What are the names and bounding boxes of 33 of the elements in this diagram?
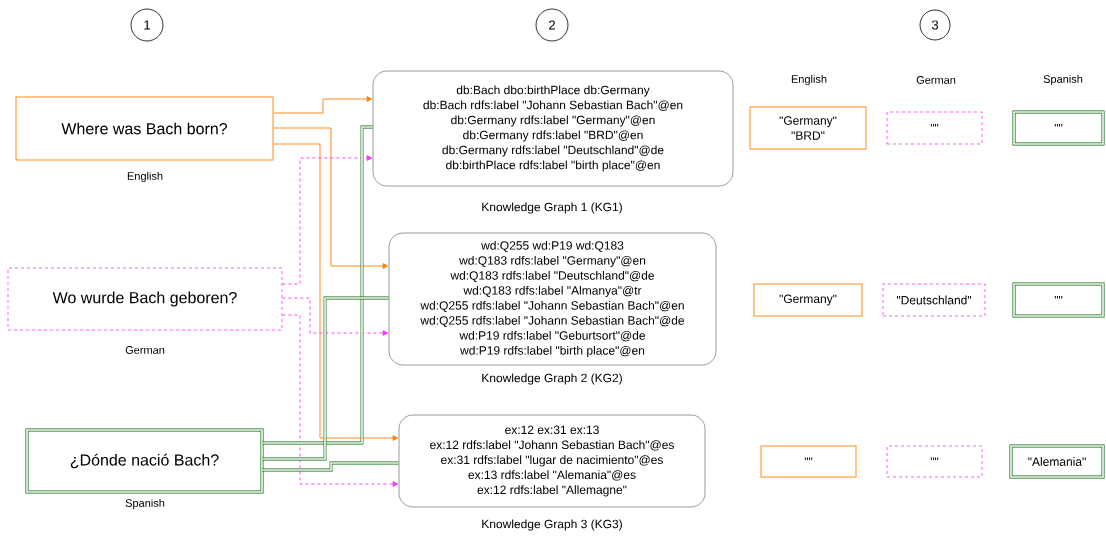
knowledge-graph-box: db:Bach dbo:birthPlace db:Germany db:Bach rdfs:label "Johann Sebastian Bach"@en db:Germany rdfs:label "Germany"@en db:Germany rdfs:label "BRD"@en db:Germany rdfs:label "Deutschland"@de db:birthPlace rdfs:label "birth place"@en: [372, 70, 734, 187]
answer-box: "Germany" "BRD": [749, 106, 867, 150]
knowledge-graph-box: ex:12 ex:31 ex:13 ex:12 rdfs:label "Johann Sebastian Bach"@es ex:31 rdfs:label "lugar de nacimiento"@es ex:13 rdfs:label "Alemania"@es ex:12 rdfs:label "Allemagne": [398, 414, 706, 508]
language-label: Spanish: [125, 498, 165, 510]
connector: [273, 143, 399, 441]
answer-box: "Germany": [753, 283, 863, 317]
graph-caption: Knowledge Graph 3 (KG3): [482, 519, 622, 531]
answer-box: "": [1012, 282, 1105, 318]
answer-box: "": [1012, 110, 1105, 146]
question-box: Where was Bach born?: [15, 96, 274, 161]
language-label: English: [127, 171, 163, 183]
question-box: ¿Dónde nació Bach?: [25, 428, 264, 494]
connector: [281, 314, 399, 487]
connector: [261, 296, 390, 461]
column-header: English: [791, 74, 827, 86]
graph-caption: Knowledge Graph 1 (KG1): [482, 202, 622, 214]
answer-box: "": [760, 445, 857, 478]
answer-box: "Alemania": [1009, 444, 1105, 479]
language-label: German: [125, 346, 165, 354]
graph-caption: Knowledge Graph 2 (KG2): [482, 373, 622, 385]
answer-box: "Deutschland": [882, 283, 986, 317]
answer-box: "": [886, 111, 983, 145]
answer-box: "": [886, 445, 983, 478]
knowledge-graph-box: wd:Q255 wd:P19 wd:Q183 wd:Q183 rdfs:label "Germany"@en wd:Q183 rdfs:label "Deutschland"@de wd:Q183 rdfs:label "Almanya"@tr wd:Q255 rdfs:label "Johann Sebastian Bach"@en wd:Q255 rdfs:label "Johann Sebastian Bach"@de wd:P19 rdfs:label "Geburtsort"@de wd:P19 rdfs:label "birth place"@en: [388, 232, 717, 366]
connector: [273, 96, 373, 114]
connector: [281, 155, 373, 285]
connector: [281, 297, 389, 336]
column-header: German: [916, 76, 956, 84]
connector: [261, 461, 400, 472]
connector: [273, 127, 389, 269]
column-header: Spanish: [1043, 74, 1083, 86]
question-box: Wo wurde Bach geboren?: [7, 267, 283, 331]
connector: [261, 125, 374, 445]
